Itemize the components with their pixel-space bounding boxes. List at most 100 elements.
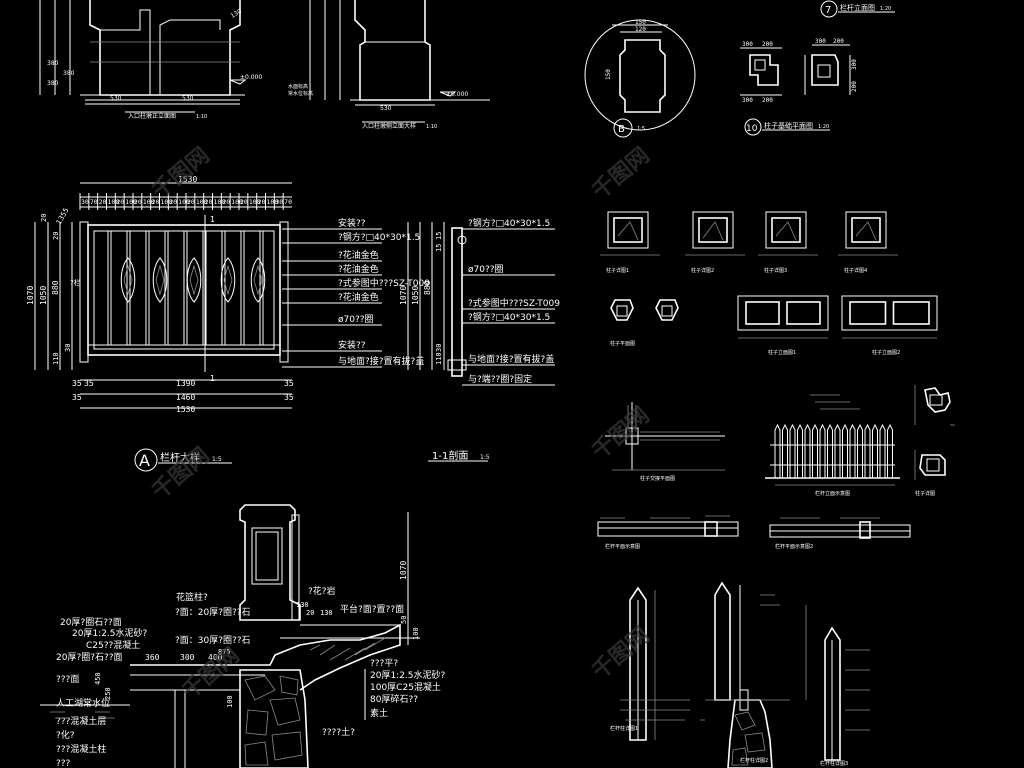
- s11-title: 1-1剖面: [432, 449, 468, 462]
- rg-plan-core: [661, 305, 673, 317]
- rg-elev-right: [892, 301, 930, 325]
- bs-mid-label-1: ?面：20厚?圈??石: [175, 607, 251, 618]
- s11-label: 与地面?接?置有拔?盖: [468, 353, 554, 365]
- railing-top-dim: 70: [284, 198, 292, 206]
- railing-left-dim-7: 30: [64, 344, 72, 352]
- fence-picket: [789, 423, 796, 478]
- railing-ornament: [120, 257, 136, 303]
- s11-label: ?钢方?□40*30*1.5: [468, 311, 550, 323]
- svg-text:千图网: 千图网: [588, 623, 655, 685]
- railing-bottom-dim-4: 35: [284, 379, 294, 388]
- rg-row2-label: 柱子平面图: [610, 340, 635, 347]
- railing-ornament-inner: [223, 264, 233, 296]
- detail7-dim-3: 300: [851, 59, 858, 70]
- s11-left-dim-6: 110: [435, 352, 443, 365]
- pier-side-elevation: ±0.000 530 入口柱墩侧立面大样 1:10 水面标高 常水位标高: [288, 0, 490, 130]
- s11-left-dim-1: 1070: [399, 286, 408, 305]
- railing-ornament: [250, 257, 266, 303]
- bs-dim-300: 300: [180, 653, 195, 662]
- fence-picket: [879, 423, 886, 478]
- fence-picket: [849, 423, 856, 478]
- railing-label: 安装??: [338, 339, 366, 351]
- railing-section-cut-bottom: 1: [210, 374, 215, 383]
- cross-plan: 柱子交接平面图: [605, 402, 725, 482]
- front-scale: 1:10: [196, 114, 207, 120]
- railing-label: 与地面?接?置有拔?盖: [338, 355, 424, 367]
- railing-top-dim: 100: [267, 198, 279, 206]
- rg-detail-outer: [607, 211, 649, 249]
- rg-mid-label-1: 柱子交接平面图: [640, 475, 675, 482]
- svg-text:水面标高: 水面标高: [288, 83, 308, 90]
- railing-ornament: [220, 257, 236, 303]
- bottom-dim-130: 130: [320, 609, 333, 617]
- bs-dim-400: 400: [208, 653, 223, 662]
- s11-left-dim-3: 880: [423, 280, 432, 295]
- railing-top-dim: 20: [116, 198, 124, 206]
- side-title: 入口柱墩侧立面大样: [362, 122, 416, 130]
- rg-plan-core: [616, 305, 628, 317]
- s11-label: ?式参图中???SZ-T009: [468, 297, 560, 309]
- rg-detail-outer: [765, 211, 807, 249]
- bs-left-label: ?化?: [56, 729, 75, 741]
- rg-row1-label: 柱子详图2: [691, 267, 714, 274]
- front-dim-bottom-1: 530: [110, 95, 122, 102]
- s11-left-dim-4: 15: [435, 232, 443, 240]
- s11-scale: 1:5: [480, 454, 490, 461]
- detail7-scale: 1:20: [880, 6, 891, 12]
- bs-right-label: 平台?面?置??面: [340, 603, 404, 615]
- railing-top-dim: 20: [222, 198, 230, 206]
- fence-picket: [842, 423, 848, 478]
- bs-left-label: 花篮柱?: [176, 591, 208, 603]
- bs-left-label: ???面: [56, 674, 79, 685]
- fence-picket: [872, 423, 878, 478]
- railing-left-dim-5: 20: [52, 232, 60, 240]
- circle-scale: 1:5: [637, 126, 645, 132]
- front-dim-left-3: 380: [63, 70, 75, 77]
- rg-elev-right: [786, 301, 821, 325]
- bs-left-label: ???: [56, 759, 71, 768]
- fence-picket: [864, 423, 871, 478]
- railing-label: ?钢方?□40*30*1.5: [338, 231, 420, 243]
- rg-detail-hatch: [702, 221, 724, 241]
- railing-width-total: 1530: [178, 175, 197, 184]
- railing-left-dim-2: 1050: [39, 286, 48, 305]
- bs-left-label: 20厚?圈?石??面: [56, 652, 123, 663]
- railing-top-dim: 30: [81, 198, 89, 206]
- railing-section-cut-top: 1: [210, 215, 215, 224]
- railing-top-dim: 70: [90, 198, 98, 206]
- railing-bottom-dim-1: 35: [72, 379, 82, 388]
- bs-left-label: ???混凝土柱: [56, 743, 106, 755]
- railing-ornament-inner: [253, 264, 263, 296]
- rg-detail-core: [771, 217, 801, 243]
- bs-left-label: 20厚1:2.5水泥砂?: [72, 627, 148, 639]
- rg-post-label-1: 栏杆柱详图1: [610, 725, 638, 732]
- railing-bottom-dim-5: 1460: [176, 393, 195, 402]
- detail10-num: 10: [746, 124, 758, 134]
- railing-top-dim: 20: [152, 198, 160, 206]
- bs-right-label: 80厚碎石??: [370, 693, 418, 705]
- railing-top-dim: 100: [178, 198, 190, 206]
- bs-right-label: ?花?岩: [308, 585, 336, 597]
- fence-picket: [782, 423, 788, 478]
- rg-row2-label: 柱子立面图2: [872, 349, 900, 356]
- bs-left-label: 20厚?圈石??面: [60, 617, 122, 628]
- railing-left-dim-3: 880: [51, 280, 60, 295]
- section11-labels: ?钢方?□40*30*1.5ø70??圈?式参图中???SZ-T009?钢方?□…: [462, 217, 560, 386]
- railing-top-dim: 100: [249, 198, 261, 206]
- s11-left-dim-7: 30: [435, 344, 443, 352]
- railing-top-dim: 20: [205, 198, 213, 206]
- bottom-left-labels: 花篮柱?20厚?圈石??面20厚1:2.5水泥砂?C25??混凝土20厚?圈?石…: [56, 591, 208, 768]
- fence-picket: [819, 423, 826, 478]
- bs-right-label: 20厚1:2.5水泥砂?: [370, 669, 446, 681]
- svg-text:300: 300: [742, 41, 753, 48]
- bs-dim-360: 360: [145, 653, 160, 662]
- rg-elev-left: [849, 301, 887, 325]
- railing-bars: [107, 231, 266, 345]
- fence-picket: [857, 423, 863, 478]
- railing-ornament-inner: [189, 264, 199, 296]
- railing-top-dim: 100: [231, 198, 243, 206]
- detail7-title: 栏杆立面图: [840, 3, 875, 12]
- rg-detail-outer: [692, 211, 734, 249]
- rg-plan-shape: [610, 299, 634, 321]
